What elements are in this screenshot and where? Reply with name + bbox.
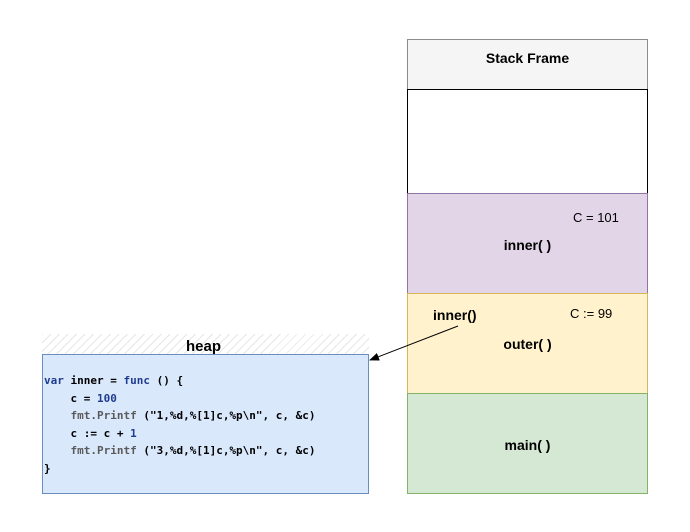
- code-token: fmt.Printf: [44, 409, 137, 423]
- outer-var-label: C := 99: [570, 306, 613, 321]
- code-token: c: [44, 391, 78, 405]
- code-token: c: [44, 426, 78, 440]
- code-token: =: [83, 391, 91, 405]
- code-token: inner: [70, 374, 104, 387]
- main-frame-label: main( ): [504, 437, 551, 453]
- stack-frame-header: Stack Frame: [407, 39, 648, 90]
- code-line: c = 100: [44, 390, 316, 408]
- heap-code: var inner = func () { c = 100 fmt.Printf…: [44, 372, 316, 478]
- code-token: 1: [130, 426, 137, 440]
- code-line: c := c + 1: [44, 425, 316, 443]
- heap-title: heap: [186, 338, 222, 355]
- stack-frame-main: main( ): [407, 393, 648, 494]
- code-token: +: [116, 426, 124, 440]
- heap-box: [42, 354, 369, 494]
- code-token: () {: [156, 374, 184, 387]
- code-token: ("1,%d,%[1]c,%p\n", c, &c): [143, 409, 316, 423]
- code-line: fmt.Printf ("3,%d,%[1]c,%p\n", c, &c): [44, 442, 316, 460]
- code-token: var: [44, 374, 64, 387]
- code-line: var inner = func () {: [44, 372, 316, 390]
- inner-var-label: C = 101: [573, 210, 619, 225]
- code-token: :=: [83, 426, 97, 440]
- stack-frame-empty: [407, 89, 648, 194]
- code-token: 100: [97, 391, 117, 405]
- code-token: ("3,%d,%[1]c,%p\n", c, &c): [143, 444, 316, 458]
- outer-frame-label: outer( ): [503, 336, 552, 352]
- stack-frame-title: Stack Frame: [485, 50, 570, 66]
- code-token: fmt.Printf: [44, 444, 137, 458]
- code-token: c: [103, 426, 111, 440]
- code-token: }: [44, 461, 51, 475]
- outer-ref-label: inner(): [433, 307, 477, 323]
- code-token: =: [110, 374, 117, 387]
- stack-frame-inner: C = 101 inner( ): [407, 193, 648, 294]
- code-line: fmt.Printf ("1,%d,%[1]c,%p\n", c, &c): [44, 407, 316, 425]
- code-token: func: [123, 374, 151, 387]
- inner-frame-label: inner( ): [503, 237, 552, 253]
- code-line: }: [44, 460, 316, 478]
- heap-hatch: [42, 334, 369, 354]
